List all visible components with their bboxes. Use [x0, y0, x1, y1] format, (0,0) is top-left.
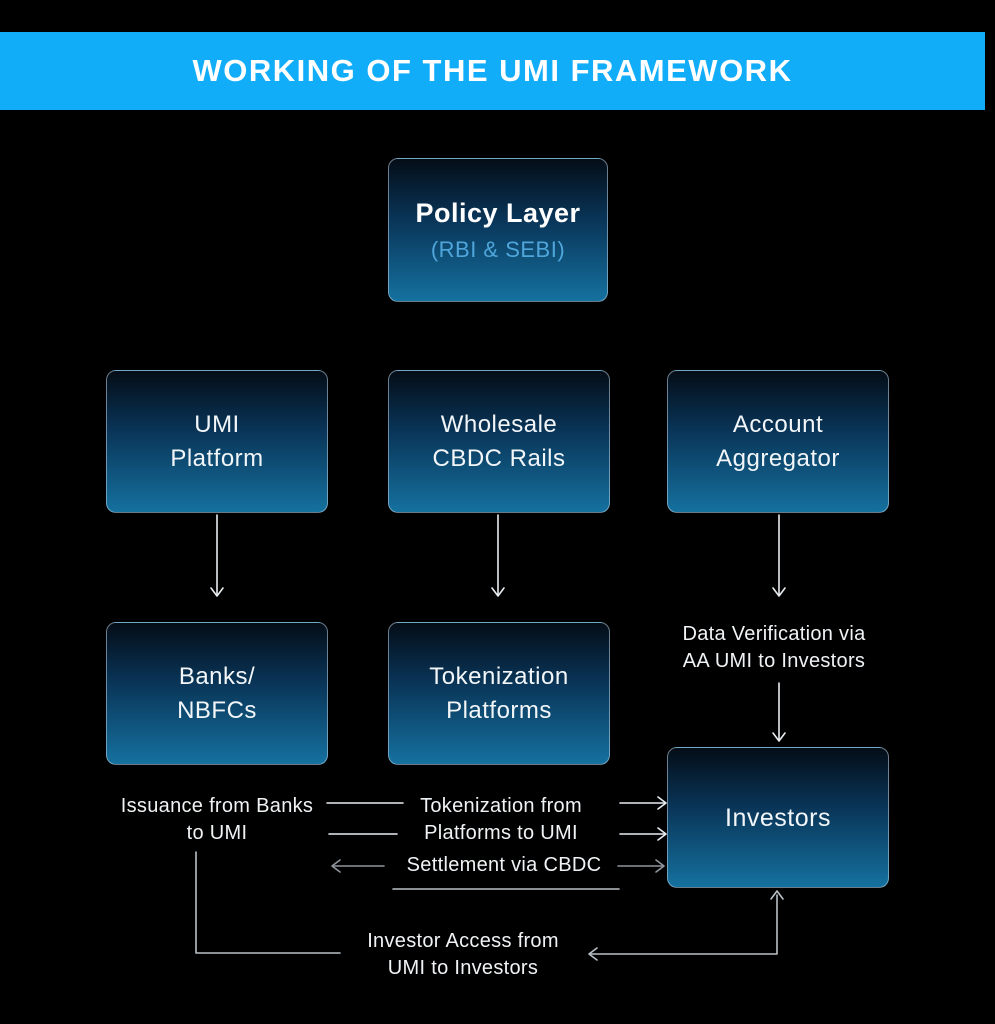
- label-settlement-via-cbdc: Settlement via CBDC: [406, 854, 602, 876]
- node-banks-nbfcs: Banks/ NBFCs: [106, 622, 328, 765]
- banks-nbfcs-label: Banks/ NBFCs: [177, 662, 257, 724]
- label-issuance-from-banks: Issuance from Banks to UMI: [120, 795, 314, 844]
- umi-platform-label: UMI Platform: [170, 410, 264, 472]
- tokenization-platforms-label: Tokenization Platforms: [429, 662, 569, 724]
- account-aggregator-label: Account Aggregator: [716, 410, 840, 472]
- label-investor-access: Investor Access from UMI to Investors: [367, 930, 559, 979]
- arrow-wholesale-to-tokenization: [491, 514, 505, 597]
- investors-label: Investors: [725, 803, 831, 832]
- arrow-settlement-right: [617, 859, 665, 873]
- arrow-data-verification-to-investors: [772, 682, 786, 742]
- arrow-umi-platform-to-banks: [210, 514, 224, 597]
- path-investor-access-to-investors: [588, 890, 784, 961]
- policy-layer-title: Policy Layer: [415, 197, 581, 228]
- arrow-account-aggregator-to-data-verification: [772, 514, 786, 597]
- page-title: WORKING OF THE UMI FRAMEWORK: [192, 53, 793, 88]
- header-banner: WORKING OF THE UMI FRAMEWORK: [0, 32, 985, 110]
- path-umi-to-investor-access: [195, 851, 341, 954]
- arrow-tokenization-to-investors-bottom: [619, 827, 667, 841]
- label-data-verification: Data Verification via AA UMI to Investor…: [682, 623, 866, 672]
- policy-layer-subtitle: (RBI & SEBI): [430, 236, 566, 262]
- wholesale-cbdc-label: Wholesale CBDC Rails: [432, 410, 566, 472]
- arrow-tokenization-to-investors-top: [619, 796, 667, 810]
- node-account-aggregator: Account Aggregator: [667, 370, 889, 513]
- node-tokenization-platforms: Tokenization Platforms: [388, 622, 610, 765]
- node-wholesale-cbdc-rails: Wholesale CBDC Rails: [388, 370, 610, 513]
- node-umi-platform: UMI Platform: [106, 370, 328, 513]
- label-tokenization-from-platforms: Tokenization from Platforms to UMI: [420, 795, 582, 844]
- node-investors: Investors: [667, 747, 889, 888]
- arrow-settlement-left: [331, 859, 385, 873]
- node-policy-layer: Policy Layer (RBI & SEBI): [388, 158, 608, 302]
